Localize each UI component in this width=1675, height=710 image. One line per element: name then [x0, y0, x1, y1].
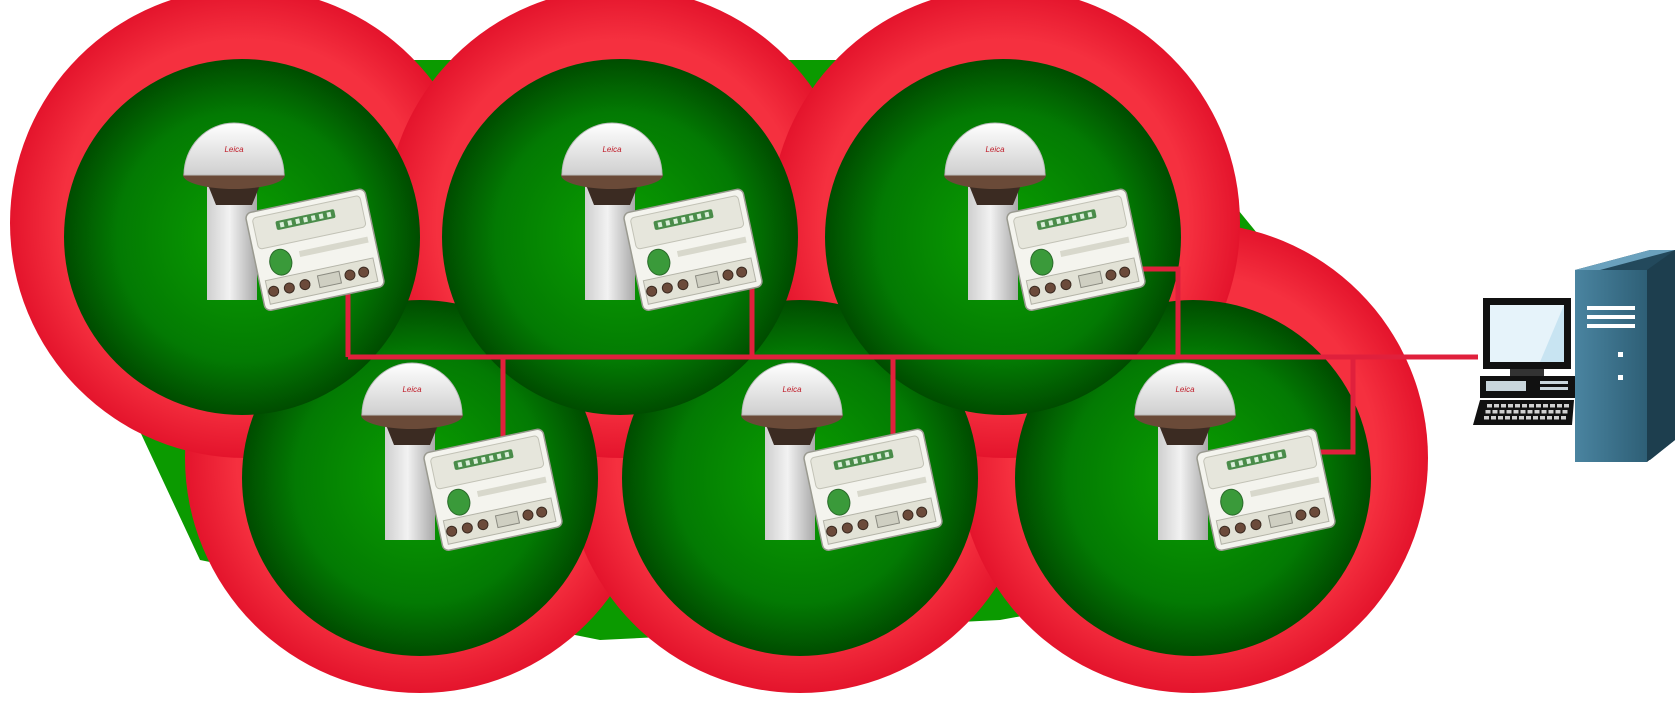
- antenna-brand-label: Leica: [782, 385, 802, 394]
- antenna-brand-label: Leica: [1175, 385, 1195, 394]
- control-computer: [1473, 250, 1675, 462]
- antenna-brand-label: Leica: [402, 385, 422, 394]
- antenna-brand-label: Leica: [224, 145, 244, 154]
- antenna-brand-label: Leica: [602, 145, 622, 154]
- monitor-icon: [1483, 298, 1571, 376]
- keyboard-icon: [1473, 400, 1574, 425]
- antenna-brand-label: Leica: [985, 145, 1005, 154]
- server-tower-icon: [1575, 250, 1675, 462]
- desktop-unit-icon: [1480, 376, 1575, 398]
